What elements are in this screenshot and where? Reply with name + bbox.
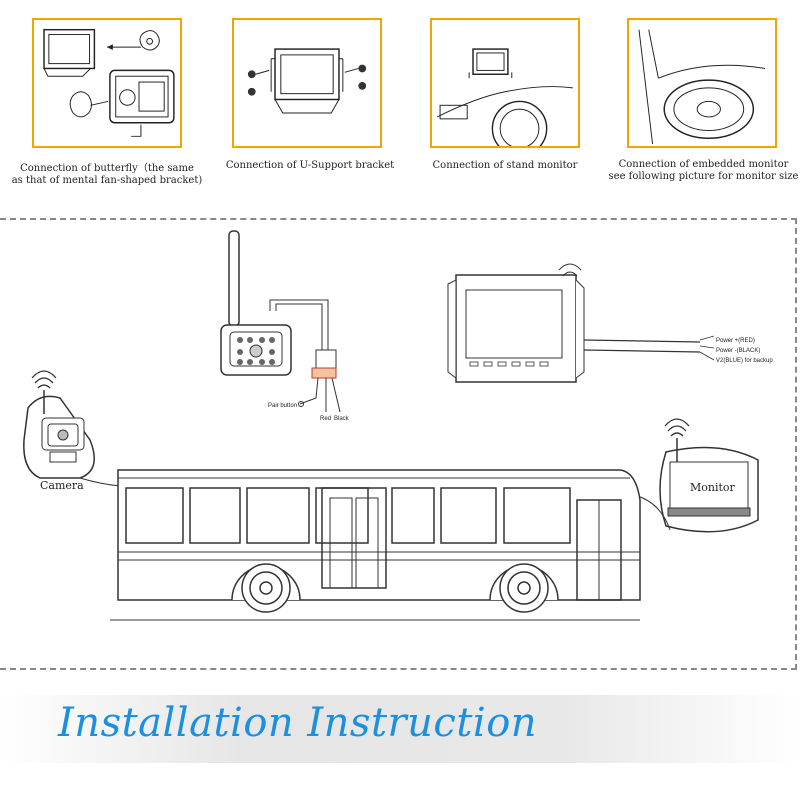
power-negative-label: Power -(BLACK) [716, 348, 761, 354]
caption-u-support: Connection of U-Support bracket [225, 160, 395, 171]
installation-diagram-frame [0, 218, 797, 670]
page-title: Installation Instruction [58, 700, 538, 746]
caption-stand-monitor: Connection of stand monitor [432, 160, 578, 171]
v2-backup-label: V2(BLUE) for backup [716, 358, 773, 364]
monitor-unit [447, 263, 715, 383]
pair-button-label: Pair button [268, 403, 298, 409]
black-wire-label: Black [334, 416, 349, 422]
monitor-label: Monitor [690, 481, 735, 494]
wireless-camera [220, 230, 341, 413]
red-wire-label: Red [320, 416, 332, 422]
panel-butterfly [32, 18, 182, 148]
caption-butterfly: Connection of butterfly（the same as that… [11, 163, 203, 186]
butterfly-bracket-illustration [43, 28, 175, 137]
bus-illustration [110, 469, 641, 621]
monitor-callout [629, 418, 759, 533]
camera-label: Camera [40, 479, 84, 492]
embedded-monitor-illustration [638, 29, 766, 145]
panel-stand-monitor [430, 18, 580, 148]
caption-embedded-monitor: Connection of embedded monitor see follo… [608, 159, 799, 182]
u-support-bracket-illustration [247, 48, 367, 114]
camera-callout [23, 370, 121, 487]
power-positive-label: Power +(RED) [716, 338, 755, 344]
stand-monitor-illustration [436, 48, 573, 146]
title-band [0, 695, 801, 763]
panel-embedded-monitor [627, 18, 777, 148]
panel-u-support [232, 18, 382, 148]
